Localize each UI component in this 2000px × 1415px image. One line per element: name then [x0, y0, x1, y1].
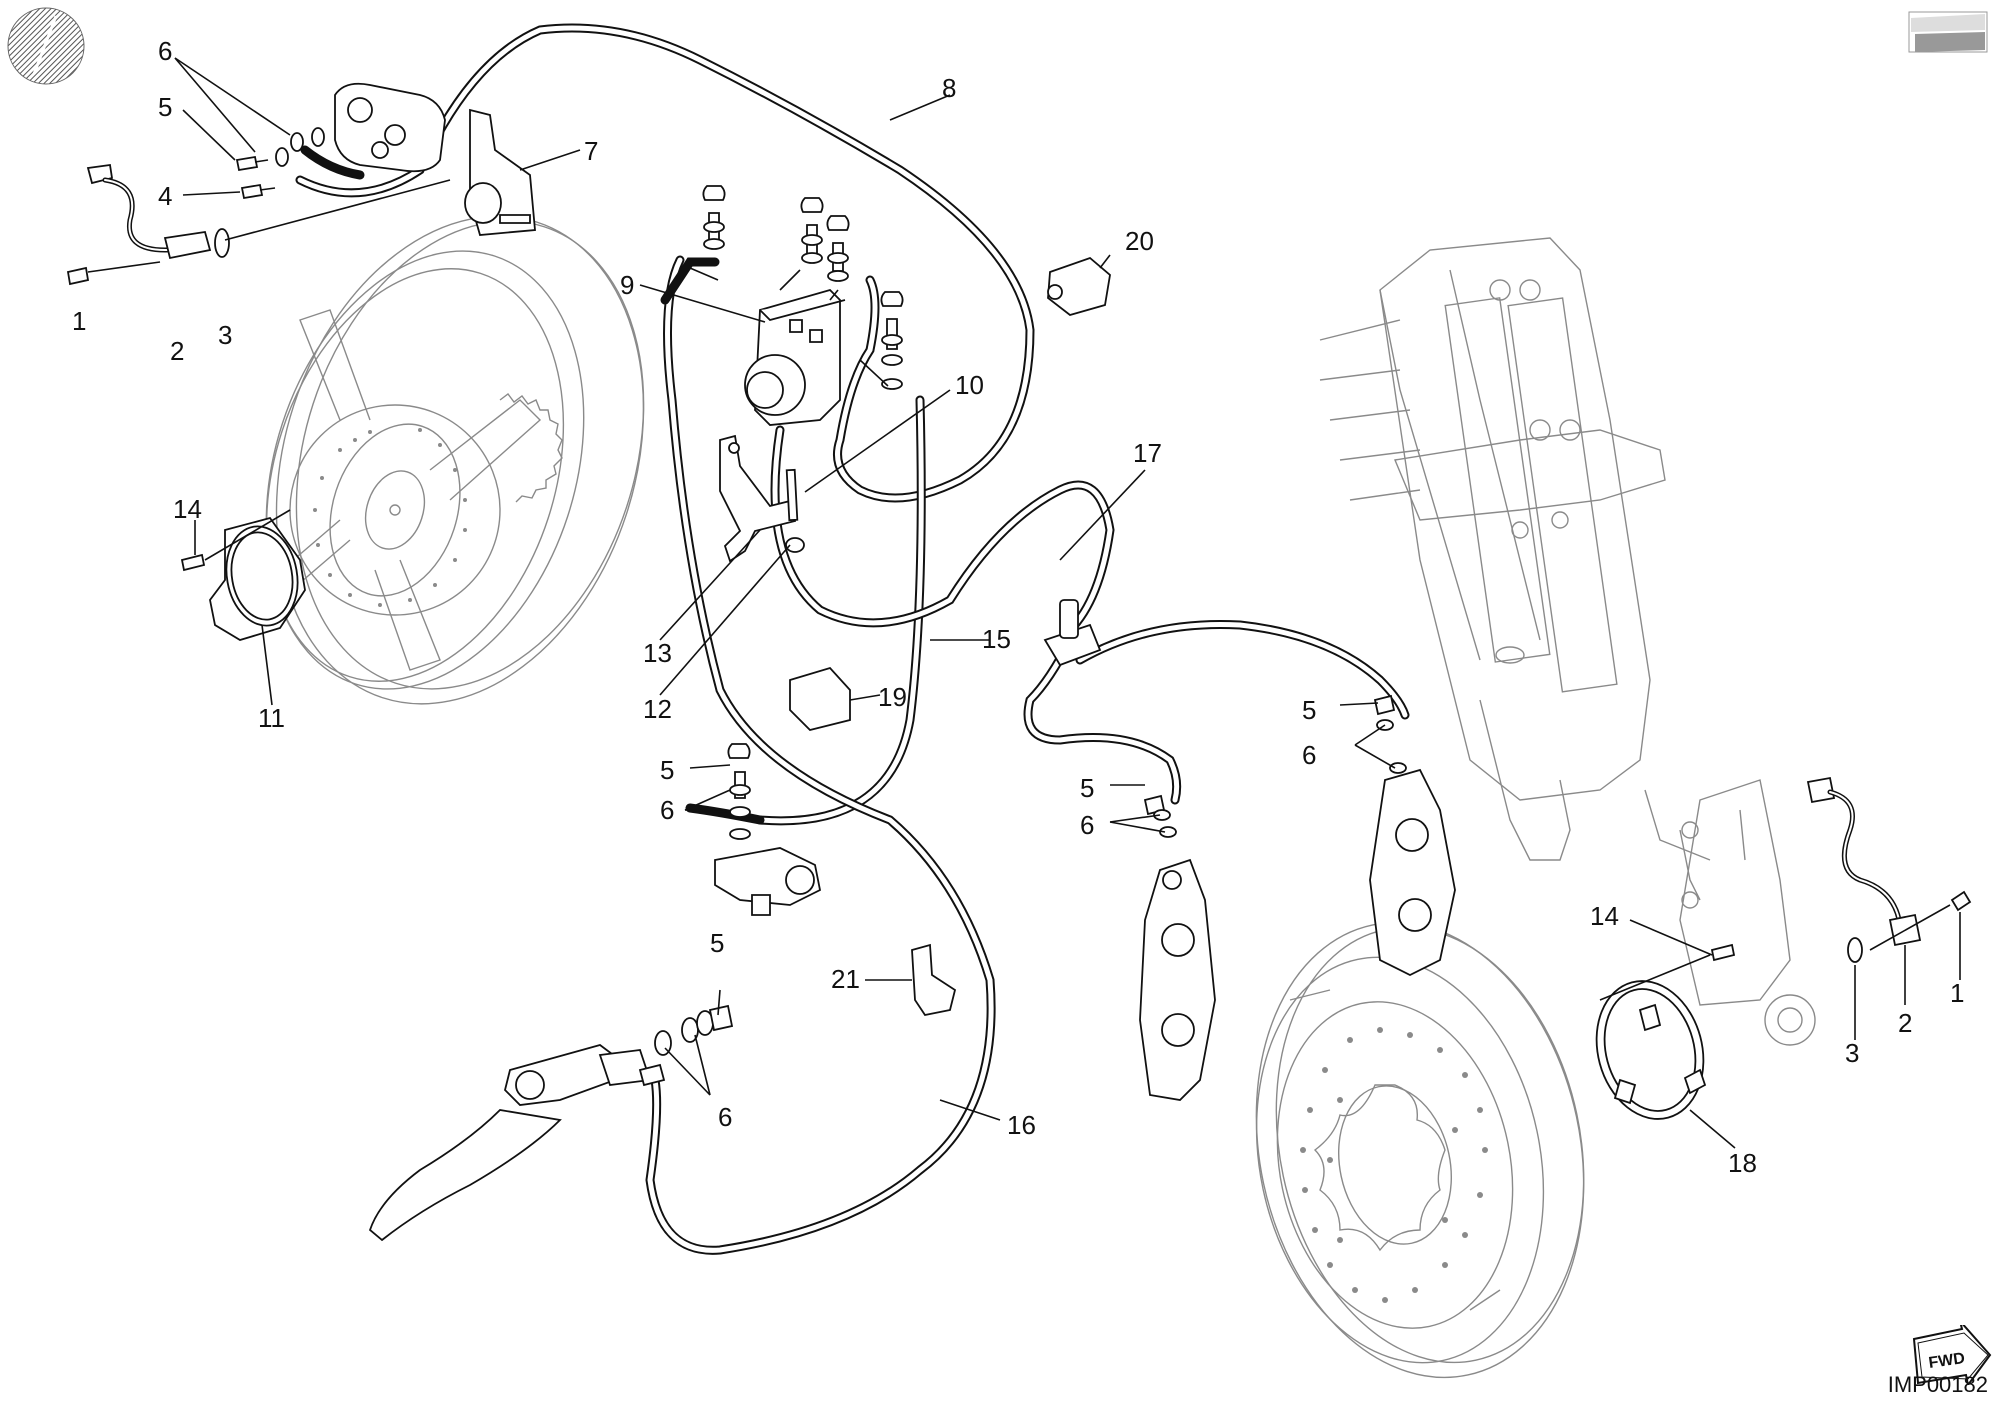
callout-20: 20 [1125, 226, 1154, 256]
abs-fittings [703, 186, 902, 389]
rear-tone-ring [182, 510, 305, 640]
callout-17: 17 [1133, 438, 1162, 468]
rear-wheel-speed-sensor [68, 165, 450, 284]
callout-3-front: 3 [1845, 1038, 1860, 1068]
rear-caliper [335, 84, 535, 235]
callout-3-rear: 3 [218, 320, 233, 350]
abs-bracket [720, 436, 804, 561]
softway-logo [1908, 11, 1988, 53]
brake-hoses [300, 28, 1405, 1250]
diagram-code: IMP00182 [1887, 1372, 1988, 1397]
callout-6-caliper-left: 6 [1080, 810, 1095, 840]
callout-1-rear: 1 [72, 306, 87, 336]
callout-6-lever: 6 [718, 1102, 733, 1132]
abs-modulator [665, 186, 903, 425]
callout-8: 8 [942, 73, 957, 103]
callout-5-rear-master: 5 [660, 755, 675, 785]
hose-clamp-19 [790, 668, 850, 730]
callout-5-caliper-right: 5 [1302, 695, 1317, 725]
fwd-label: FWD [1928, 1350, 1966, 1372]
front-caliper-right [1370, 696, 1455, 975]
front-wheel [1216, 892, 1625, 1408]
callout-10: 10 [955, 370, 984, 400]
callout-21: 21 [831, 964, 860, 994]
callout-14-front: 14 [1590, 901, 1619, 931]
callout-12: 12 [643, 694, 672, 724]
callout-5: 5 [158, 92, 173, 122]
front-brake-lever-assembly [370, 1006, 732, 1240]
callout-4: 4 [158, 181, 173, 211]
callout-1-front: 1 [1950, 978, 1965, 1008]
rear-wheel [213, 168, 704, 752]
hose-clamp-21 [912, 945, 955, 1015]
callout-6: 6 [158, 36, 173, 66]
front-splitter [1045, 600, 1100, 665]
callout-9: 9 [620, 270, 635, 300]
callout-6-rear-master: 6 [660, 795, 675, 825]
callout-5-lever: 5 [710, 928, 725, 958]
callout-14-rear: 14 [173, 494, 202, 524]
callout-5-caliper-left: 5 [1080, 773, 1095, 803]
front-fork-frame [1320, 238, 1815, 1045]
front-caliper-left [1140, 796, 1215, 1100]
leader-lines [175, 58, 1960, 1148]
rear-caliper-fasteners [237, 128, 360, 198]
front-wheel-speed-sensor [1808, 778, 1970, 962]
callout-13: 13 [643, 638, 672, 668]
callout-6-caliper-right: 6 [1302, 740, 1317, 770]
callout-2-front: 2 [1898, 1008, 1913, 1038]
callout-7: 7 [584, 136, 599, 166]
section-marker-icon [7, 7, 85, 85]
forward-direction-icon: FWD [1912, 1325, 1992, 1385]
callout-15: 15 [982, 624, 1011, 654]
callout-2-rear: 2 [170, 336, 185, 366]
rear-master-cylinder [715, 744, 820, 915]
hose-clamp-20 [1048, 258, 1110, 315]
callout-19: 19 [878, 682, 907, 712]
callout-11: 11 [258, 703, 285, 733]
front-tone-ring [1582, 945, 1734, 1131]
callout-18: 18 [1728, 1148, 1757, 1178]
callout-16: 16 [1007, 1110, 1036, 1140]
